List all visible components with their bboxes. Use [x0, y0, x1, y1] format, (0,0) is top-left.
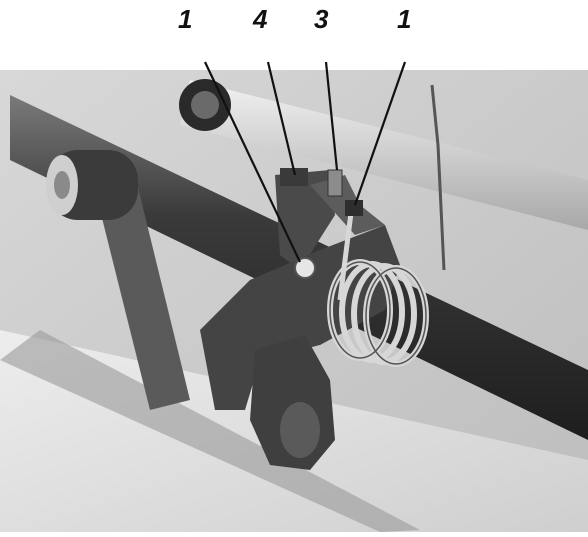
spring-leg: [337, 204, 355, 301]
wire: [430, 84, 446, 271]
callout-label-3: 3: [314, 4, 329, 34]
callout-label-4: 4: [253, 4, 268, 34]
lever-body: [200, 225, 400, 410]
callout-label-1-right: 1: [397, 4, 412, 34]
left-arm: [95, 175, 190, 410]
pin: [294, 257, 316, 279]
small-spring: [327, 169, 343, 197]
callout-label-1-left: 1: [178, 4, 193, 34]
leader-lines: [204, 61, 407, 263]
